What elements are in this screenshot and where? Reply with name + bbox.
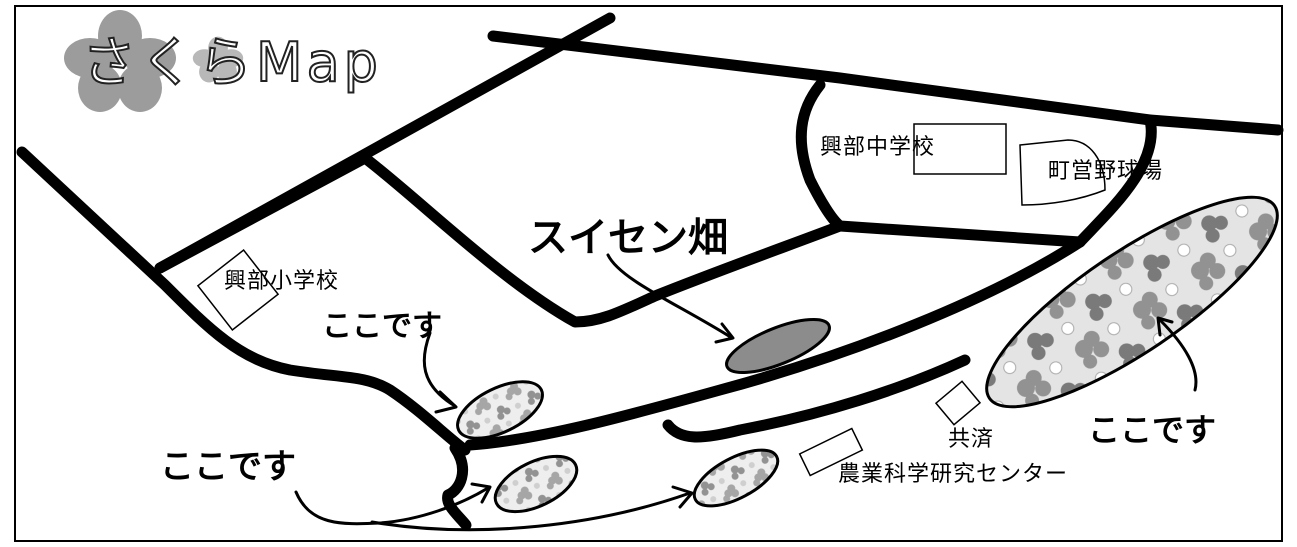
road-school-loop — [795, 79, 1086, 248]
label-here-3: ここです — [1088, 411, 1217, 449]
arrow-here-2b — [370, 491, 692, 532]
arrow-here-1 — [422, 331, 457, 408]
road-west-diagonal — [16, 146, 471, 456]
elementary-building — [196, 249, 280, 331]
research-center-building — [798, 427, 864, 477]
road-network — [16, 12, 1284, 531]
label-kyosai: 共済 — [948, 427, 995, 452]
label-town-ballpark: 町営野球場 — [1048, 159, 1164, 184]
junior-high-building — [913, 123, 1007, 175]
label-agri-research-center: 農業科学研究センター — [838, 462, 1069, 487]
road-main-curve — [464, 236, 1086, 451]
road-cross — [154, 152, 371, 274]
suisen-field-area — [725, 317, 831, 375]
sakura-area-1 — [456, 380, 544, 440]
label-here-2: ここです — [160, 447, 296, 487]
sakura-area-2 — [493, 454, 579, 514]
annotation-arrows — [294, 253, 1198, 532]
label-okoppe-junior-high: 興部中学校 — [820, 135, 936, 160]
road-east-loop — [1074, 114, 1157, 248]
road-north — [487, 30, 1284, 136]
arrow-here-3 — [1158, 318, 1198, 392]
road-middle — [359, 152, 846, 328]
map-title: さくらMap — [81, 31, 382, 94]
sakura-logo-icon — [64, 10, 244, 112]
road-south-spur — [442, 442, 472, 531]
label-here-1: ここです — [322, 309, 442, 344]
label-suisen-field: スイセン畑 — [528, 215, 728, 261]
road-lower — [662, 354, 971, 443]
label-okoppe-elementary: 興部小学校 — [224, 269, 340, 294]
arrow-suisen — [606, 253, 734, 340]
sakura-area-3 — [692, 448, 780, 508]
sakura-area-4 — [985, 195, 1279, 409]
kyosai-building — [934, 380, 982, 426]
ballpark-shape — [1019, 139, 1106, 206]
